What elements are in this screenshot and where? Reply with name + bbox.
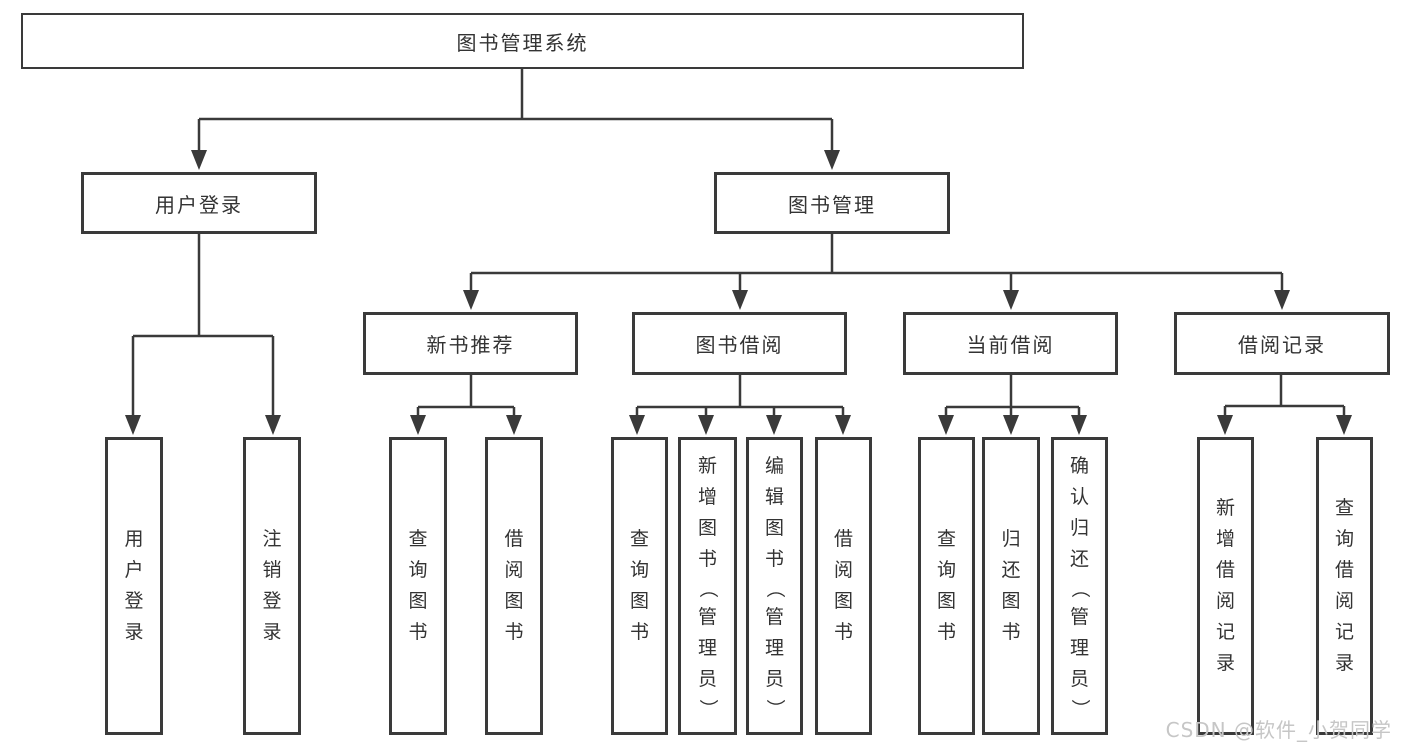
node-leaf-add-borrow-record: 新增借阅记录 <box>1197 437 1254 735</box>
node-root: 图书管理系统 <box>21 13 1024 69</box>
node-leaf-query-books-borrow: 查询图书 <box>611 437 668 735</box>
node-leaf-borrow-books-recommend: 借阅图书 <box>485 437 543 735</box>
node-leaf-borrow-books: 借阅图书 <box>815 437 872 735</box>
node-section-new-book-recommend: 新书推荐 <box>363 312 578 375</box>
node-leaf-user-login: 用户登录 <box>105 437 163 735</box>
node-branch-book-management: 图书管理 <box>714 172 950 234</box>
node-leaf-confirm-return-admin: 确认归还（管理员） <box>1051 437 1108 735</box>
node-leaf-query-borrow-record: 查询借阅记录 <box>1316 437 1373 735</box>
node-section-borrow-records: 借阅记录 <box>1174 312 1390 375</box>
csdn-watermark: CSDN @软件_小贺同学 <box>1165 718 1392 742</box>
node-leaf-query-books-current: 查询图书 <box>918 437 975 735</box>
node-branch-user-login: 用户登录 <box>81 172 317 234</box>
node-leaf-query-books-recommend: 查询图书 <box>389 437 447 735</box>
node-leaf-add-book-admin: 新增图书（管理员） <box>678 437 737 735</box>
node-leaf-logout: 注销登录 <box>243 437 301 735</box>
node-section-current-borrow: 当前借阅 <box>903 312 1118 375</box>
node-section-book-borrow: 图书借阅 <box>632 312 847 375</box>
node-leaf-edit-book-admin: 编辑图书（管理员） <box>746 437 803 735</box>
node-leaf-return-book: 归还图书 <box>982 437 1040 735</box>
